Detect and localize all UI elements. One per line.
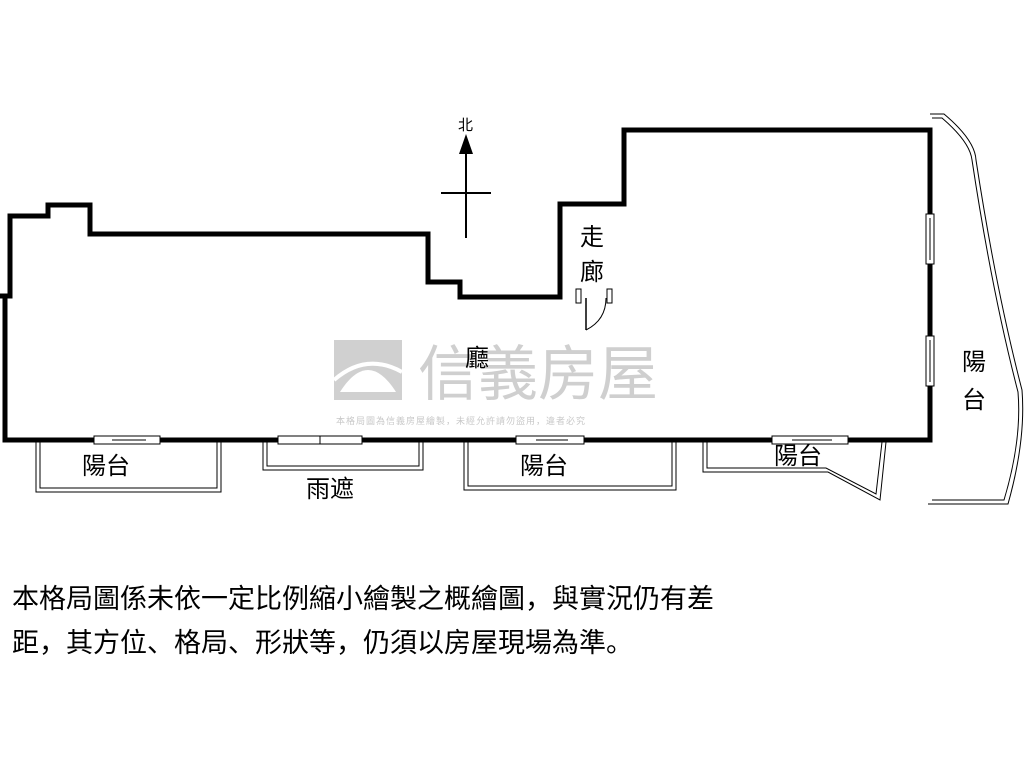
corridor-label-2: 廊 [580, 258, 604, 286]
disclaimer-line-2: 距，其方位、格局、形狀等，仍須以房屋現場為準。 [12, 628, 633, 659]
balcony-2-label: 陽台 [520, 452, 568, 480]
north-compass-icon: 北 [441, 116, 491, 238]
disclaimer-text: 本格局圖係未依一定比例縮小繪製之概繪圖，與實況仍有差 距，其方位、格局、形狀等，… [12, 578, 912, 666]
floor-plan: 信義房屋 本格局圖為信義房屋繪製，未經允許請勿盜用，違者必究 北 [0, 113, 1024, 505]
watermark: 信義房屋 本格局圖為信義房屋繪製，未經允許請勿盜用，違者必究 [332, 340, 658, 427]
balcony-3-label: 陽台 [774, 442, 822, 470]
bottom-windows [93, 435, 849, 445]
north-label: 北 [458, 116, 473, 134]
balcony-outlines [35, 113, 1024, 505]
disclaimer-line-1: 本格局圖係未依一定比例縮小繪製之概繪圖，與實況仍有差 [12, 584, 714, 615]
right-windows [925, 213, 935, 387]
corridor-door [575, 288, 613, 331]
balcony-1-label: 陽台 [82, 452, 130, 480]
balcony-right-label-2: 台 [962, 386, 986, 414]
canopy-label: 雨遮 [306, 475, 354, 503]
corridor-label-1: 走 [580, 223, 604, 251]
living-room-label: 廳 [465, 344, 489, 372]
watermark-notice: 本格局圖為信義房屋繪製，未經允許請勿盜用，違者必究 [336, 415, 586, 427]
watermark-brand: 信義房屋 [418, 340, 658, 410]
balcony-right-label-1: 陽 [962, 348, 986, 376]
main-wall [0, 127, 933, 443]
